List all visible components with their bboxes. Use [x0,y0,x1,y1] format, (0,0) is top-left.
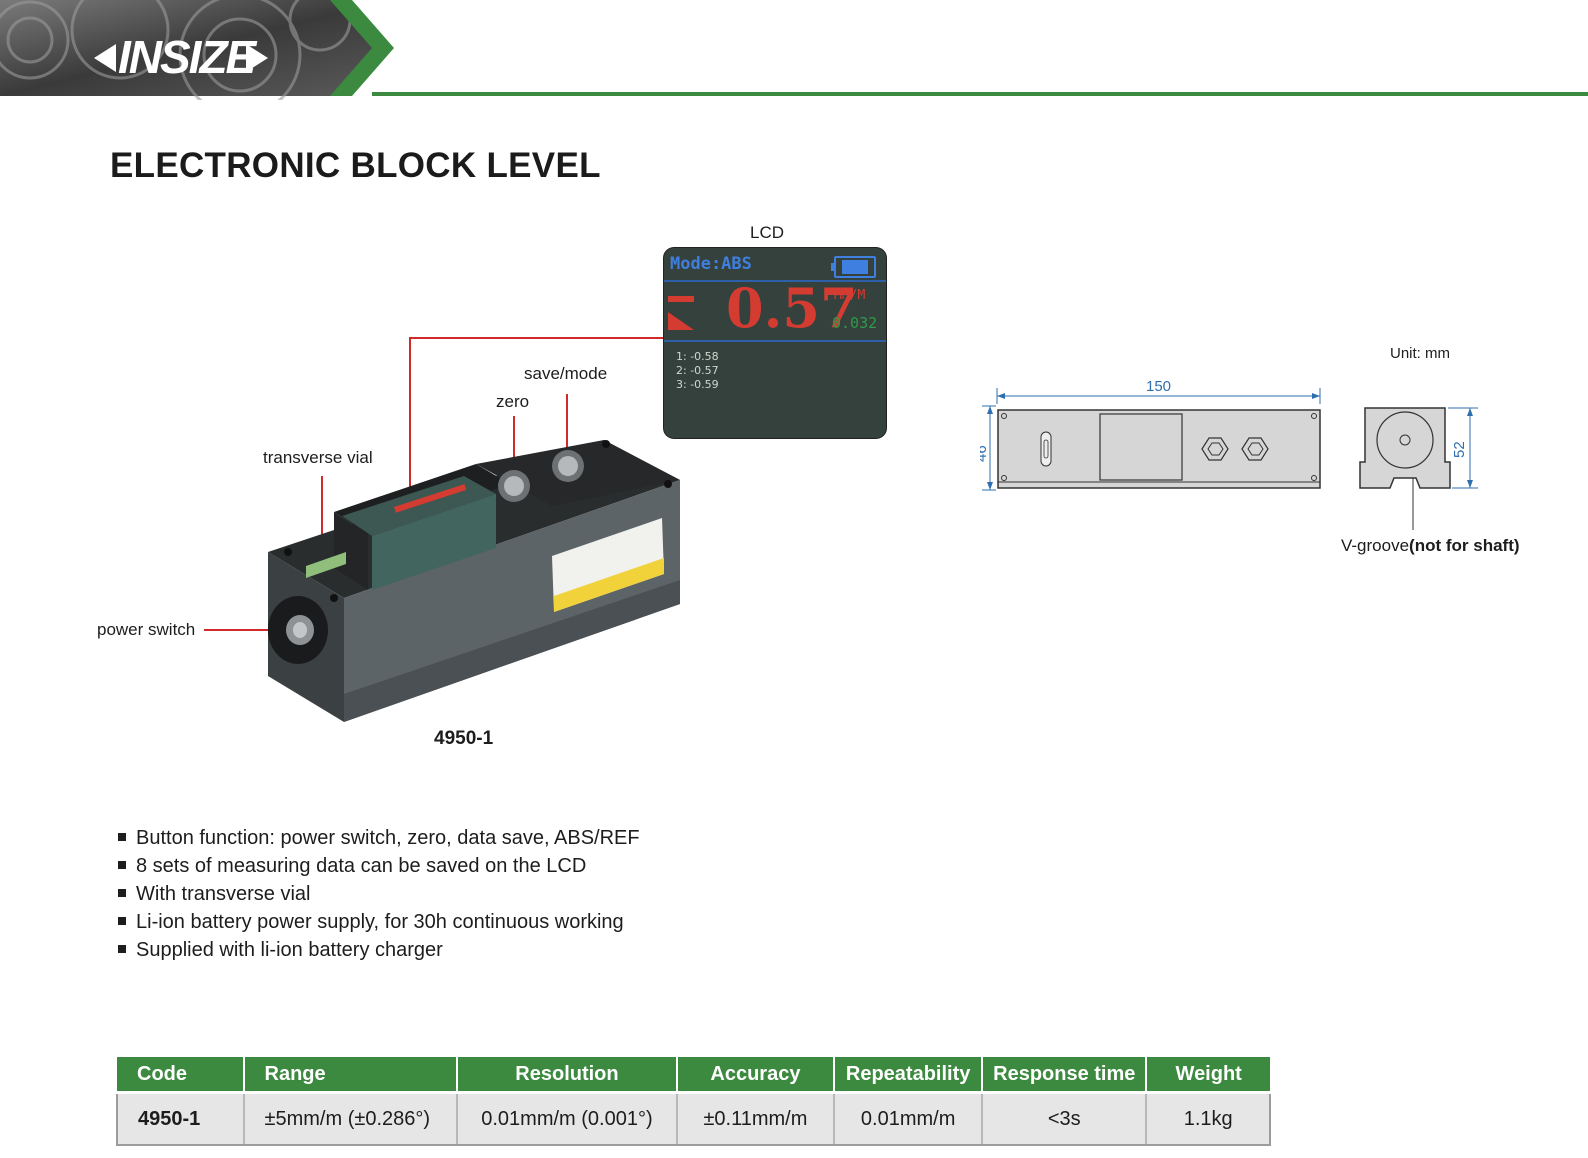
tilt-indicator-bar-icon [668,296,694,302]
length-dimension-text: 150 [1146,378,1171,395]
callout-save-mode: save/mode [524,364,608,383]
lcd-screen: Mode:ABS 0.57 MM/M 0.032 1: -0.58 2: -0.… [664,248,886,438]
lcd-divider-top [664,280,886,282]
unit-note: Unit: mm [1390,345,1450,362]
spec-table: Code Range Resolution Accuracy Repeatabi… [116,1057,1271,1146]
cell-response-time: <3s [982,1092,1148,1146]
header-banner: INSIZE [0,0,1588,100]
lcd-unit: MM/M [834,288,866,303]
model-label: 4950-1 [434,728,494,749]
cell-accuracy: ±0.11mm/m [676,1092,836,1146]
banner-graphic [0,0,1588,100]
feature-item: With transverse vial [118,880,640,908]
feature-item: 8 sets of measuring data can be saved on… [118,852,640,880]
column-header-weight: Weight [1146,1057,1270,1094]
column-header-range: Range [243,1057,459,1094]
callout-zero: zero [496,392,530,411]
logo-arrow-left-icon [94,44,116,72]
v-groove-label: V-groove(not for shaft) [1341,536,1520,556]
cell-range: ±5mm/m (±0.286°) [243,1092,459,1146]
column-header-repeatability: Repeatability [834,1057,984,1094]
v-groove-text: V-groove [1341,536,1410,555]
column-header-resolution: Resolution [457,1057,678,1094]
feature-item: Supplied with li-ion battery charger [118,936,640,964]
table-row: 4950-1 ±5mm/m (±0.286°) 0.01mm/m (0.001°… [116,1092,1271,1146]
dimension-drawing: 150 46 52 [980,378,1478,530]
feature-item: Li-ion battery power supply, for 30h con… [118,908,640,936]
callout-power-switch: power switch [97,620,196,639]
logo-text: INSIZE [118,31,256,83]
lcd-leader-line [409,337,664,494]
callout-transverse-vial: transverse vial [263,448,373,467]
table-header-row: Code Range Resolution Accuracy Repeatabi… [117,1057,1270,1094]
product-illustration [204,337,680,722]
tilt-indicator-triangle-icon [668,312,694,330]
battery-icon [831,256,876,278]
lcd-mode-text: Mode:ABS [670,254,752,274]
lcd-log-entry: 2: -0.57 [676,364,719,377]
logo-arrow-right-icon [246,44,268,72]
cell-repeatability: 0.01mm/m [834,1092,984,1146]
column-header-response-time: Response time [982,1057,1148,1094]
feature-item: Button function: power switch, zero, dat… [118,824,640,852]
lcd-log-entry: 3: -0.59 [676,378,719,391]
level-body [268,440,680,722]
cell-resolution: 0.01mm/m (0.001°) [457,1092,678,1146]
height-dimension-text: 46 [980,445,990,462]
cell-weight: 1.1kg [1146,1092,1271,1146]
v-groove-note: (not for shaft) [1409,536,1520,555]
lcd-divider-bottom [664,340,886,342]
side-height-dimension-text: 52 [1451,441,1468,458]
insize-logo: INSIZE [94,26,272,86]
lcd-reading: 0.57 [726,276,858,340]
cell-code: 4950-1 [116,1092,245,1146]
lcd-saved-log: 1: -0.58 2: -0.57 3: -0.59 [676,350,719,392]
lcd-sub-reading: 0.032 [832,314,878,332]
feature-list: Button function: power switch, zero, dat… [118,824,640,964]
callout-lcd: LCD [750,223,785,242]
column-header-accuracy: Accuracy [676,1057,836,1094]
lcd-log-entry: 1: -0.58 [676,350,719,363]
column-header-code: Code [117,1057,245,1094]
page-title: ELECTRONIC BLOCK LEVEL [110,146,601,185]
